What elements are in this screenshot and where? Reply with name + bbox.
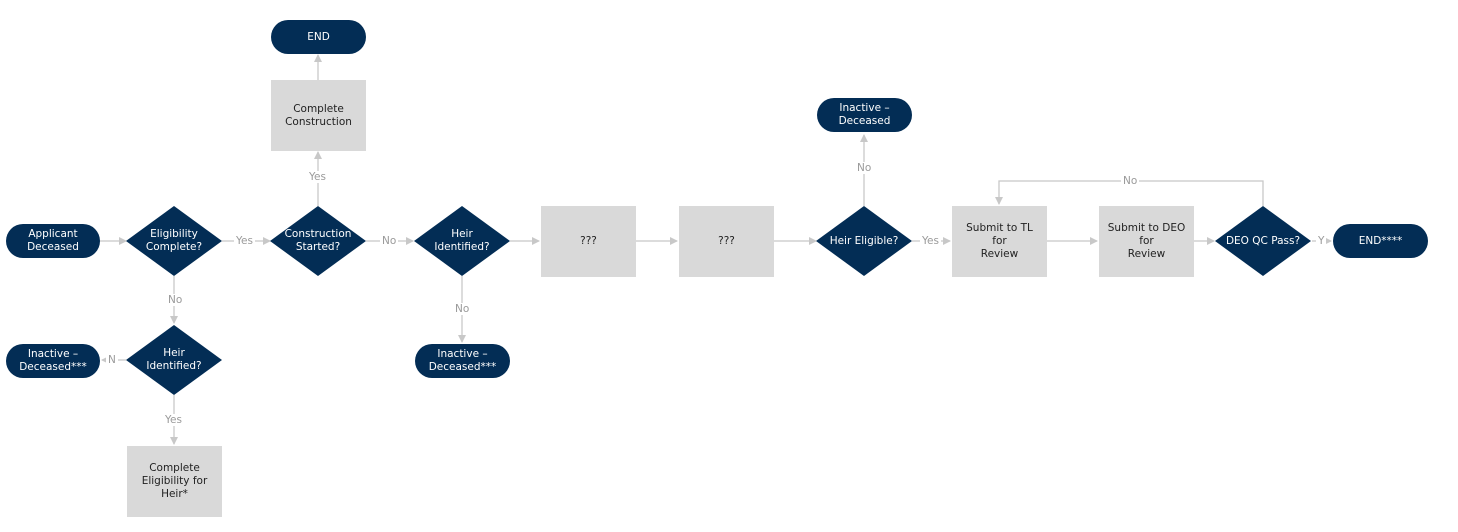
edge-label-heir1-no: N [106,354,118,366]
edge-label-heir1-yes: Yes [163,414,184,426]
edge-label-heir2-no: No [453,303,472,315]
node-heir-identified-1: Heir Identified? [126,325,222,395]
node-label: Heir Eligible? [829,234,899,247]
node-eligibility-complete: Eligibility Complete? [126,206,222,276]
node-label: ??? [580,235,597,247]
node-applicant-deceased: Applicant Deceased [6,224,100,258]
node-label: END**** [1358,234,1403,247]
edge-label-elig-no: No [166,294,185,306]
edge-label-qc-yes: Y [1316,235,1327,247]
node-label: Submit to DEO for Review [1107,222,1186,260]
node-label: Complete Construction [285,102,352,128]
node-construction-started: Construction Started? [270,206,366,276]
node-label: Eligibility Complete? [145,228,203,253]
node-complete-eligibility-heir: Complete Eligibility for Heir* [127,446,222,517]
node-complete-construction: Complete Construction [271,80,366,151]
edge-label-heir-eligible-yes: Yes [920,235,941,247]
node-unknown-2: ??? [679,206,774,277]
node-inactive-deceased-2: Inactive – Deceased*** [415,344,510,378]
node-label: Submit to TL for Review [966,222,1033,260]
edge-label-construction-yes: Yes [307,171,328,183]
edge-label-qc-no: No [1121,175,1140,187]
node-deo-qc-pass: DEO QC Pass? [1215,206,1311,276]
edge-label-heir-eligible-no: No [855,162,874,174]
node-label: END [307,30,330,43]
node-submit-deo: Submit to DEO for Review [1099,206,1194,277]
node-label: DEO QC Pass? [1225,234,1301,247]
node-label: Inactive – Deceased*** [428,348,497,373]
node-label: Inactive – Deceased*** [19,348,87,373]
node-label: Inactive – Deceased [838,102,891,127]
node-label: Complete Eligibility for Heir* [141,462,208,500]
node-heir-eligible: Heir Eligible? [816,206,912,276]
node-label: Heir Identified? [146,347,202,372]
node-unknown-1: ??? [541,206,636,277]
node-end-top: END [271,20,366,54]
node-submit-tl: Submit to TL for Review [952,206,1047,277]
node-end-final: END**** [1333,224,1428,258]
node-label: Construction Started? [284,228,352,253]
node-label: Heir Identified? [434,228,490,253]
edge-label-construction-no: No [380,235,399,247]
node-heir-identified-2: Heir Identified? [414,206,510,276]
node-label: Applicant Deceased [27,228,79,253]
edge-label-elig-yes: Yes [234,235,255,247]
node-inactive-deceased-1: Inactive – Deceased*** [6,344,100,378]
node-label: ??? [718,235,735,247]
node-inactive-deceased-3: Inactive – Deceased [817,98,912,132]
